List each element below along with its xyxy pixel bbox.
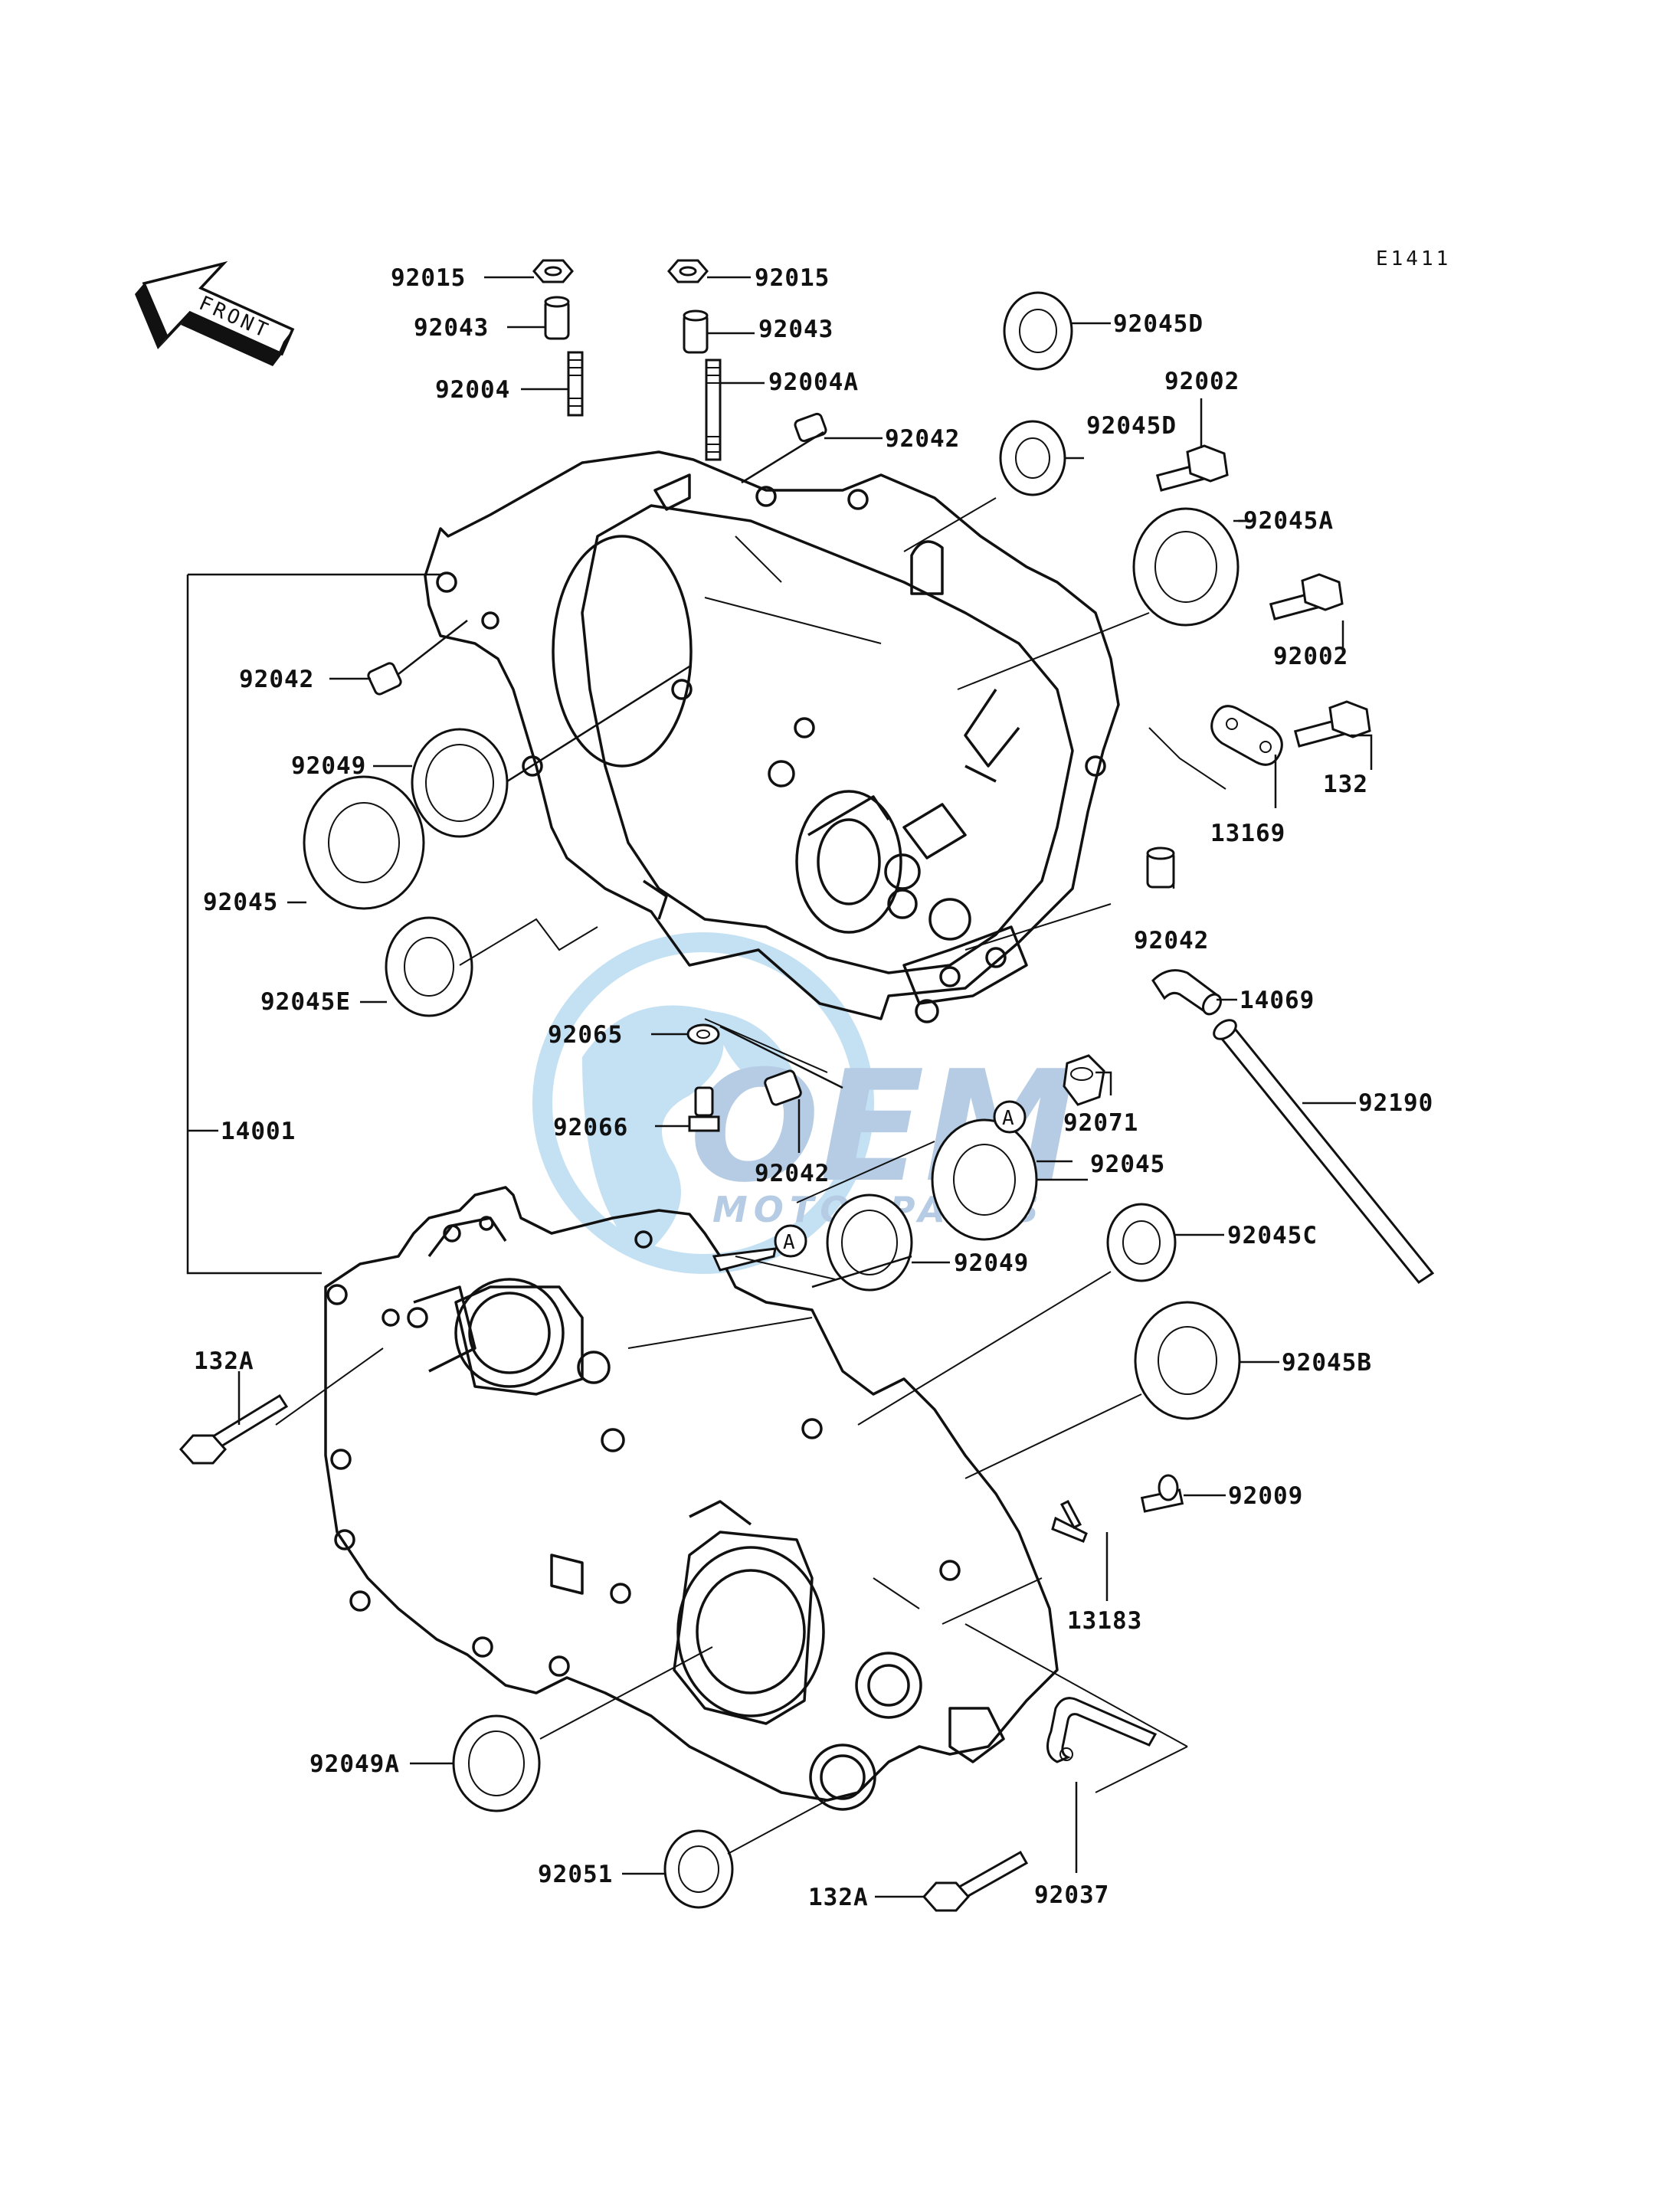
dowel-92042-center: [764, 1069, 802, 1106]
label-92004A: 92004A: [768, 368, 859, 396]
screw-92009: [1140, 1474, 1184, 1513]
bearing-92045D-top: [1003, 291, 1073, 371]
label-92037: 92037: [1034, 1881, 1109, 1909]
diagram-code: E1411: [1376, 247, 1451, 270]
label-92043-left: 92043: [414, 314, 489, 342]
label-92071: 92071: [1063, 1109, 1138, 1137]
label-92004: 92004: [435, 376, 510, 404]
dowel-92042-right: [1146, 846, 1175, 889]
label-92045C: 92045C: [1227, 1222, 1318, 1249]
label-92002-top: 92002: [1164, 368, 1240, 395]
upper-crankcase-half: [424, 450, 1120, 1023]
ref-marker-a-upper: A: [993, 1100, 1027, 1134]
label-14069: 14069: [1240, 987, 1315, 1014]
label-13183: 13183: [1067, 1607, 1142, 1635]
bearing-92045B: [1134, 1301, 1241, 1420]
label-92042-right: 92042: [1134, 927, 1209, 954]
bearing-92045E: [385, 916, 473, 1017]
bolt-132: [1293, 700, 1371, 748]
elbow-fitting-14069: [1151, 969, 1222, 1016]
label-92042-top: 92042: [885, 425, 960, 453]
label-92051: 92051: [538, 1861, 613, 1888]
label-92049-upper: 92049: [291, 752, 366, 780]
bolt-92002-bottom: [1269, 573, 1344, 620]
label-92045-center: 92045: [1090, 1151, 1165, 1178]
label-92049-lower: 92049: [954, 1249, 1029, 1277]
bearing-92045A: [1132, 507, 1240, 627]
label-92045A: 92045A: [1243, 507, 1334, 535]
plug-92066: [688, 1086, 720, 1132]
label-92045D-mid: 92045D: [1086, 412, 1177, 440]
hose-92190: [1213, 1019, 1435, 1285]
collar-92043-right: [683, 309, 709, 354]
front-direction-arrow: FRONT: [135, 260, 295, 366]
nut-92015-left: [532, 259, 574, 283]
seal-92049-upper: [411, 728, 509, 838]
part-labels: 92015 92015 92043 92043 92004 92004A 920…: [194, 264, 1433, 1911]
stud-92004: [567, 351, 584, 417]
label-92043-right: 92043: [758, 316, 833, 343]
label-132A-left: 132A: [194, 1347, 254, 1375]
label-92045E: 92045E: [260, 988, 351, 1016]
label-92045-left: 92045: [203, 889, 278, 916]
label-92045B: 92045B: [1282, 1349, 1372, 1377]
washer-92065: [686, 1023, 720, 1045]
stud-92004A: [705, 359, 722, 461]
leader-lines: [186, 276, 1373, 1898]
bearing-92045-center: [931, 1118, 1038, 1241]
label-92002-bottom: 92002: [1273, 643, 1348, 670]
bearing-92045D-mid: [999, 420, 1066, 496]
ref-marker-a-upper-text: A: [1002, 1107, 1017, 1130]
label-13169: 13169: [1210, 820, 1285, 847]
nut-92015-right: [667, 259, 709, 283]
label-92015-right: 92015: [755, 264, 830, 292]
lower-crankcase-half: [324, 1186, 1059, 1811]
bolt-92002-top: [1155, 444, 1229, 492]
seal-92049-lower: [826, 1193, 913, 1292]
dowel-92042-top: [794, 412, 827, 443]
label-92066: 92066: [553, 1114, 628, 1141]
seal-92051: [663, 1829, 734, 1909]
label-92042-center: 92042: [755, 1160, 830, 1187]
grommet-92071: [1063, 1054, 1105, 1106]
label-92045D-top: 92045D: [1113, 310, 1204, 338]
dowel-92042-left: [367, 662, 402, 696]
bolt-132A-bottom: [922, 1850, 1029, 1912]
collar-92043-left: [544, 296, 570, 340]
label-92049A: 92049A: [309, 1750, 400, 1778]
label-92015-left: 92015: [391, 264, 466, 292]
label-14001: 14001: [221, 1118, 296, 1145]
hardware-parts: A A: [178, 259, 1435, 1912]
label-92042-left: 92042: [239, 666, 314, 693]
bearing-92045-left: [303, 775, 425, 910]
label-92190: 92190: [1358, 1089, 1433, 1117]
label-92009: 92009: [1228, 1482, 1303, 1510]
seal-92049A: [452, 1714, 541, 1812]
clamp-92037: [1046, 1697, 1158, 1763]
ref-marker-a-lower: A: [712, 1224, 807, 1272]
ref-marker-a-lower-text: A: [783, 1231, 798, 1254]
label-132: 132: [1323, 771, 1368, 798]
plate-13169: [1210, 705, 1283, 766]
bracket-13183: [1051, 1500, 1088, 1543]
bearing-92045C: [1106, 1203, 1177, 1282]
label-92065: 92065: [548, 1021, 623, 1049]
label-132A-bottom: 132A: [808, 1884, 869, 1911]
bolt-132A-left: [178, 1393, 289, 1465]
